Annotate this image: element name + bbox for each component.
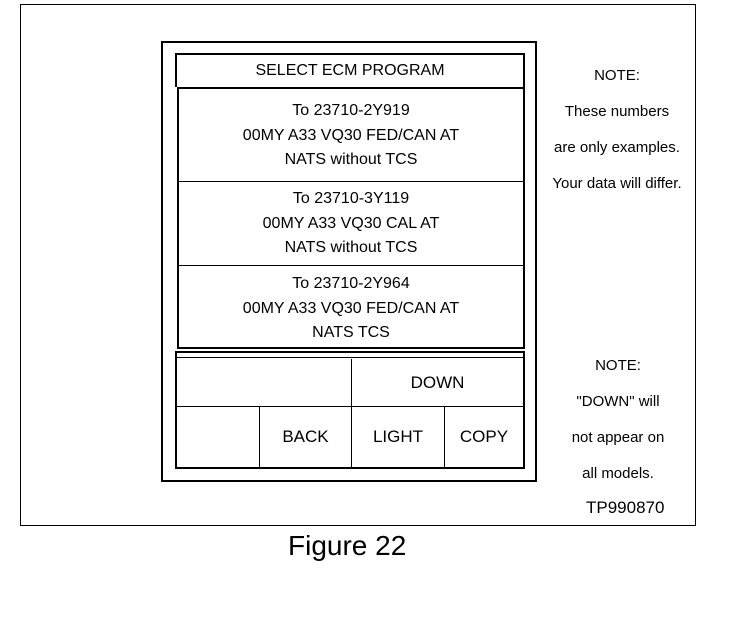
note-examples: NOTE: These numbers are only examples. Y…: [536, 58, 698, 202]
program-model: 00MY A33 VQ30 FED/CAN AT: [242, 299, 460, 317]
program-option: NATS without TCS: [284, 239, 418, 256]
empty-button-bottom[interactable]: [177, 407, 260, 467]
note-heading: NOTE:: [594, 67, 640, 84]
note-down-button: NOTE: "DOWN" will not appear on all mode…: [540, 348, 696, 492]
screen-title: SELECT ECM PROGRAM: [175, 53, 525, 87]
empty-button-top[interactable]: [177, 359, 352, 407]
program-item[interactable]: To 23710-3Y119 00MY A33 VQ30 CAL AT NATS…: [179, 182, 523, 266]
figure-code: TP990870: [586, 498, 665, 517]
program-model: 00MY A33 VQ30 FED/CAN AT: [242, 126, 460, 144]
note-line: not appear on: [571, 429, 665, 446]
program-item[interactable]: To 23710-2Y919 00MY A33 VQ30 FED/CAN AT …: [179, 89, 523, 182]
back-button[interactable]: BACK: [260, 407, 352, 467]
note-line: Your data will differ.: [552, 175, 682, 192]
button-panel: DOWN BACK LIGHT COPY: [175, 351, 525, 469]
note-line: "DOWN" will: [576, 393, 660, 410]
program-option: NATS without TCS: [284, 151, 418, 168]
note-heading: NOTE:: [595, 357, 641, 374]
down-button[interactable]: DOWN: [352, 359, 523, 407]
note-line: all models.: [582, 465, 654, 482]
note-line: These numbers: [564, 103, 670, 120]
light-button[interactable]: LIGHT: [352, 407, 445, 467]
program-list: To 23710-2Y919 00MY A33 VQ30 FED/CAN AT …: [177, 87, 525, 349]
program-model: 00MY A33 VQ30 CAL AT: [262, 214, 440, 232]
figure-caption: Figure 22: [288, 530, 407, 561]
program-part-number: To 23710-3Y119: [292, 190, 410, 207]
figure-frame: [20, 4, 696, 526]
note-line: are only examples.: [554, 139, 680, 156]
program-item[interactable]: To 23710-2Y964 00MY A33 VQ30 FED/CAN AT …: [179, 266, 523, 347]
program-option: NATS TCS: [312, 324, 390, 341]
consult-screen: SELECT ECM PROGRAM To 23710-2Y919 00MY A…: [161, 41, 537, 482]
copy-button[interactable]: COPY: [445, 407, 523, 467]
program-part-number: To 23710-2Y919: [292, 102, 410, 119]
program-part-number: To 23710-2Y964: [292, 275, 410, 292]
